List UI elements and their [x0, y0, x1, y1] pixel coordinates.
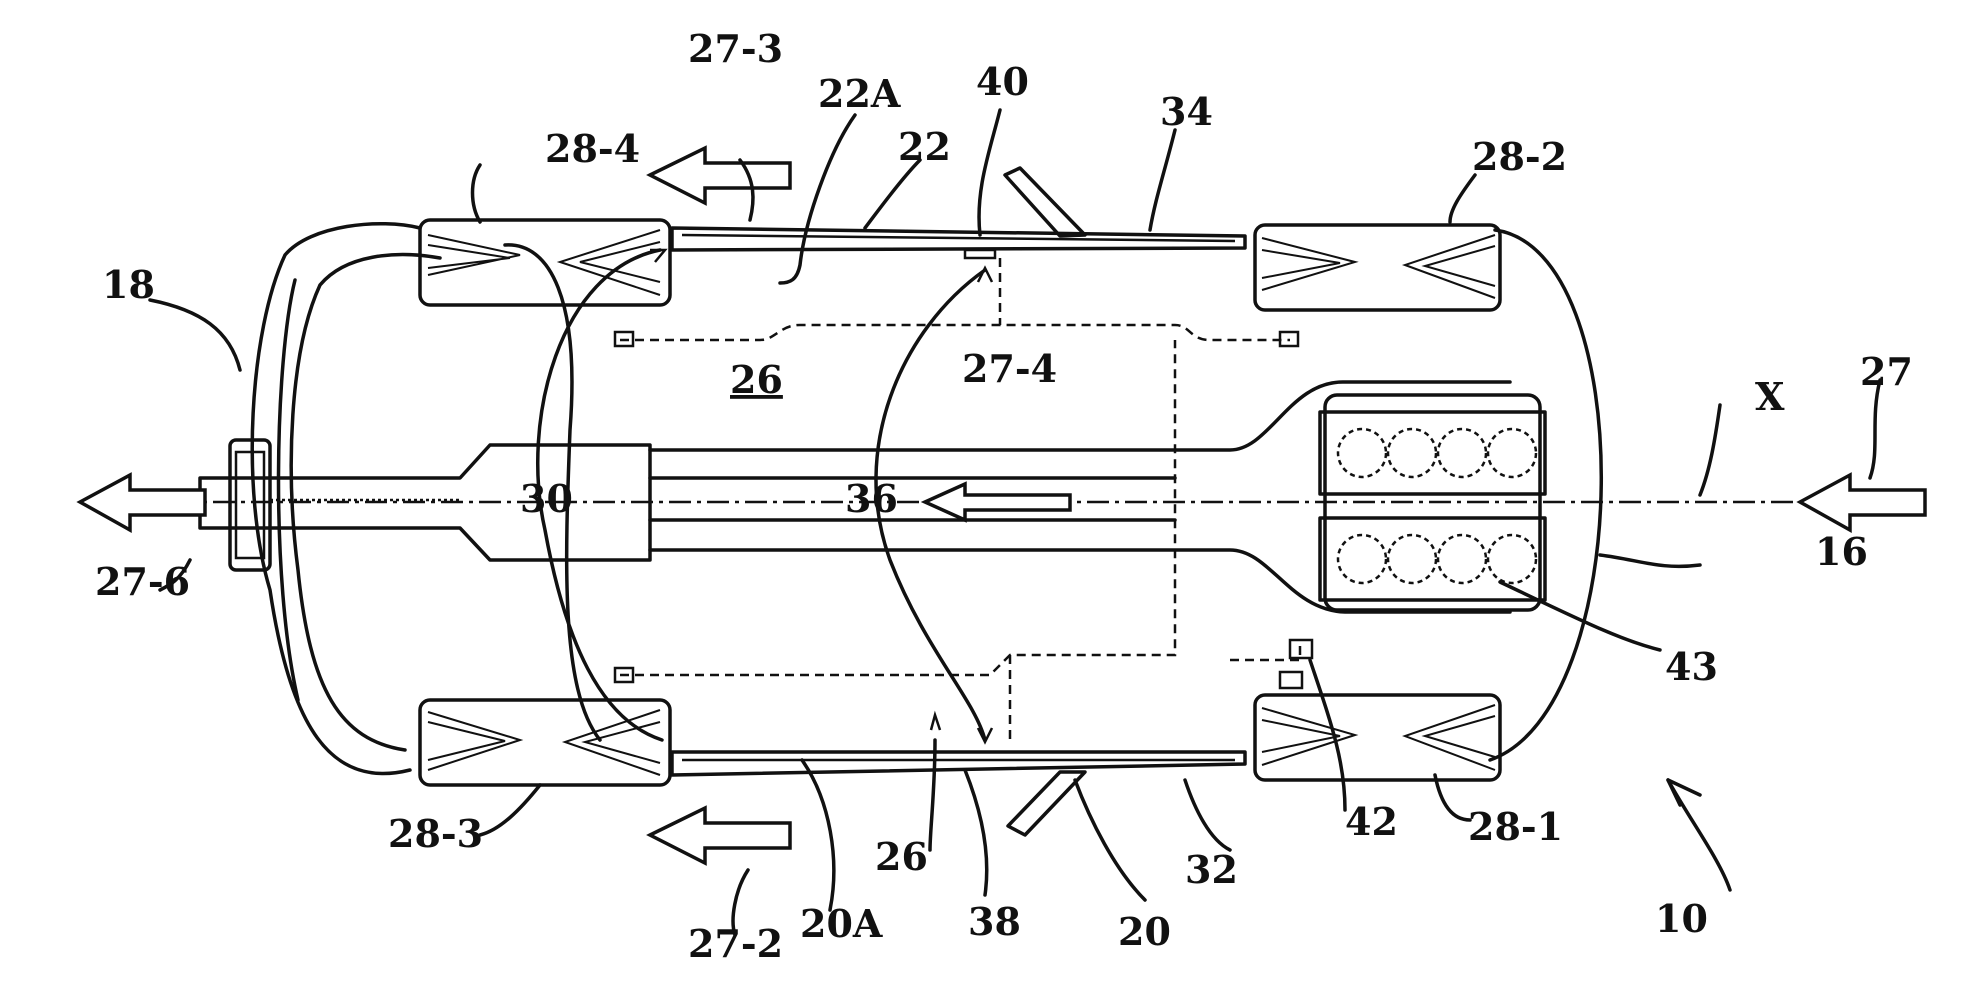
label-38: 38 [968, 899, 1021, 944]
label-27-3: 27-3 [688, 26, 783, 71]
label-34: 34 [1160, 89, 1213, 134]
flow-curve-30 [536, 248, 664, 742]
label-30: 30 [520, 476, 573, 521]
wheel-28-2 [1253, 223, 1502, 312]
wheel-28-4 [418, 218, 672, 307]
side-panel-lower [670, 750, 1247, 837]
label-28-1: 28-1 [1468, 804, 1563, 849]
label-28-2: 28-2 [1472, 134, 1567, 179]
label-40: 40 [976, 59, 1029, 104]
vehicle-body-outline [250, 222, 1603, 776]
arrow-27-4 [920, 481, 1072, 523]
arrowhead-26-bottom [929, 710, 942, 731]
label-28-3: 28-3 [388, 811, 483, 856]
label-43: 43 [1665, 644, 1718, 689]
label-42: 42 [1345, 799, 1398, 844]
label-10: 10 [1655, 896, 1708, 941]
label-27-4: 27-4 [962, 346, 1057, 391]
label-26-lower: 26 [875, 834, 928, 879]
arrowhead-36-bottom [976, 727, 994, 745]
arrow-27 [1796, 472, 1927, 533]
arrow-27-3 [646, 145, 792, 206]
label-28-4: 28-4 [545, 126, 640, 171]
arrow-27-2 [646, 805, 792, 866]
arrowhead-36-top [976, 265, 994, 283]
label-20: 20 [1118, 909, 1171, 954]
wheel-28-3 [418, 698, 672, 787]
label-18: 18 [102, 262, 155, 307]
label-27-6: 27-6 [95, 559, 190, 604]
label-36: 36 [845, 476, 898, 521]
label-22A: 22A [818, 71, 901, 116]
label-16: 16 [1815, 529, 1868, 574]
label-22: 22 [898, 124, 951, 169]
label-27-2: 27-2 [688, 921, 783, 966]
side-panel-upper [670, 166, 1247, 260]
rear-light-bar [228, 438, 272, 572]
arrow-27-6 [76, 472, 207, 533]
leader-lines [148, 108, 1882, 937]
label-27: 27 [1860, 349, 1913, 394]
label-32: 32 [1185, 847, 1238, 892]
wheel-28-1 [1253, 693, 1502, 782]
arrowhead-30-top [650, 248, 668, 263]
label-X: X [1755, 374, 1785, 419]
label-20A: 20A [800, 901, 883, 946]
label-26-upper: 26 [730, 357, 783, 402]
flow-curve-36 [874, 268, 987, 742]
